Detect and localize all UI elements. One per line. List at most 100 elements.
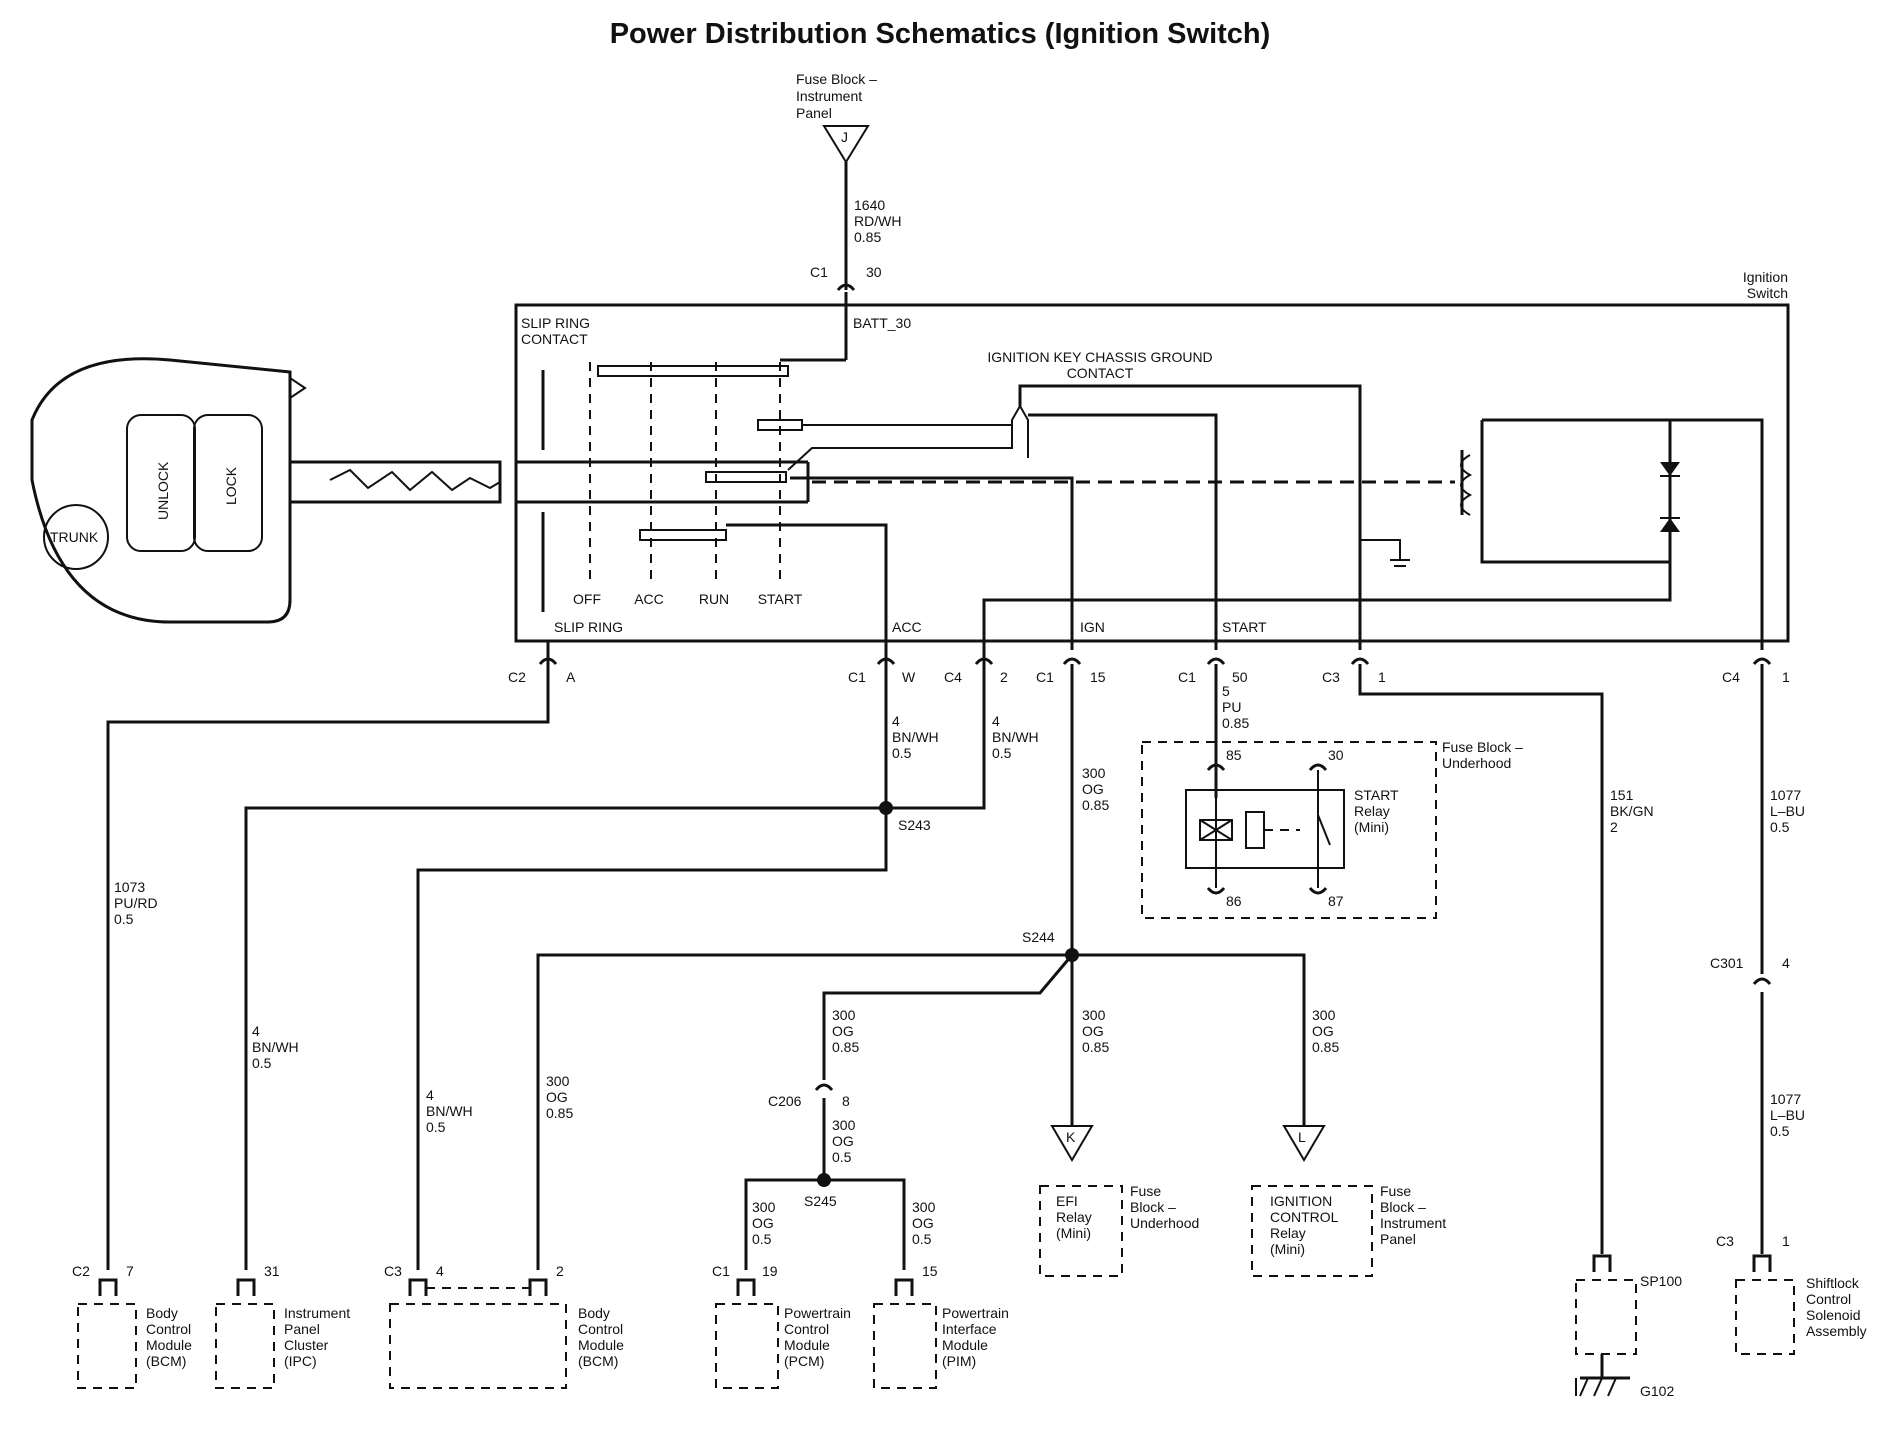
svg-text:4: 4 bbox=[1782, 955, 1790, 971]
source-conn: C1 bbox=[810, 264, 828, 280]
svg-text:4BN/WH0.5: 4BN/WH0.5 bbox=[892, 713, 939, 761]
shiftlock-box bbox=[1735, 1279, 1795, 1355]
source-terminal-icon bbox=[822, 125, 870, 164]
out-start: START bbox=[1222, 619, 1267, 635]
svg-text:S244: S244 bbox=[1022, 929, 1055, 945]
svg-text:S243: S243 bbox=[898, 817, 931, 833]
trunk-label: TRUNK bbox=[50, 529, 99, 545]
diagram-title: Power Distribution Schematics (Ignition … bbox=[609, 18, 1271, 50]
bcm-box-2 bbox=[389, 1303, 567, 1389]
svg-text:C2: C2 bbox=[508, 669, 526, 685]
svg-text:C1: C1 bbox=[712, 1263, 730, 1279]
ignition-switch-box bbox=[514, 303, 1790, 643]
svg-text:C4: C4 bbox=[1722, 669, 1740, 685]
pos-acc: ACC bbox=[634, 591, 664, 607]
svg-text:C206: C206 bbox=[768, 1093, 802, 1109]
pim-box bbox=[873, 1303, 937, 1389]
svg-text:85: 85 bbox=[1226, 747, 1242, 763]
source-pin: 30 bbox=[866, 264, 882, 280]
ipc-box bbox=[215, 1303, 275, 1389]
lock-label: LOCK bbox=[223, 466, 239, 505]
svg-text:C2: C2 bbox=[72, 1263, 90, 1279]
pos-start: START bbox=[758, 591, 803, 607]
source-terminal-letter: J bbox=[841, 129, 848, 145]
sp100-box bbox=[1575, 1279, 1637, 1355]
svg-text:2: 2 bbox=[556, 1263, 564, 1279]
trunk-button[interactable] bbox=[43, 504, 109, 570]
svg-text:C3: C3 bbox=[1322, 669, 1340, 685]
svg-text:50: 50 bbox=[1232, 669, 1248, 685]
bcm-box-1 bbox=[77, 1303, 137, 1389]
svg-text:1: 1 bbox=[1782, 1233, 1790, 1249]
svg-text:SP100: SP100 bbox=[1640, 1273, 1682, 1289]
svg-text:4BN/WH0.5: 4BN/WH0.5 bbox=[992, 713, 1039, 761]
svg-text:1: 1 bbox=[1378, 669, 1386, 685]
pcm-box bbox=[715, 1303, 779, 1389]
svg-text:87: 87 bbox=[1328, 893, 1344, 909]
svg-text:C4: C4 bbox=[944, 669, 962, 685]
svg-text:7: 7 bbox=[126, 1263, 134, 1279]
svg-text:C3: C3 bbox=[1716, 1233, 1734, 1249]
svg-text:4BN/WH0.5: 4BN/WH0.5 bbox=[426, 1087, 473, 1135]
svg-text:C1: C1 bbox=[1036, 669, 1054, 685]
svg-text:8: 8 bbox=[842, 1093, 850, 1109]
batt-label: BATT_30 bbox=[853, 315, 911, 331]
svg-text:C3: C3 bbox=[384, 1263, 402, 1279]
svg-text:4BN/WH0.5: 4BN/WH0.5 bbox=[252, 1023, 299, 1071]
svg-text:L: L bbox=[1298, 1129, 1306, 1145]
out-slip-ring: SLIP RING bbox=[554, 619, 623, 635]
key-blade bbox=[290, 460, 502, 504]
svg-text:1: 1 bbox=[1782, 669, 1790, 685]
svg-text:A: A bbox=[566, 669, 576, 685]
svg-text:30: 30 bbox=[1328, 747, 1344, 763]
ignition-key: UNLOCK LOCK TRUNK bbox=[30, 357, 502, 624]
svg-text:31: 31 bbox=[264, 1263, 280, 1279]
svg-text:15: 15 bbox=[1090, 669, 1106, 685]
unlock-label: UNLOCK bbox=[155, 461, 171, 520]
svg-text:86: 86 bbox=[1226, 893, 1242, 909]
svg-text:2: 2 bbox=[1000, 669, 1008, 685]
svg-text:W: W bbox=[902, 669, 916, 685]
svg-text:15: 15 bbox=[922, 1263, 938, 1279]
lock-button[interactable] bbox=[193, 414, 263, 552]
svg-text:4: 4 bbox=[436, 1263, 444, 1279]
svg-text:Fuse Block –Underhood: Fuse Block –Underhood bbox=[1442, 739, 1523, 771]
svg-text:K: K bbox=[1066, 1129, 1076, 1145]
